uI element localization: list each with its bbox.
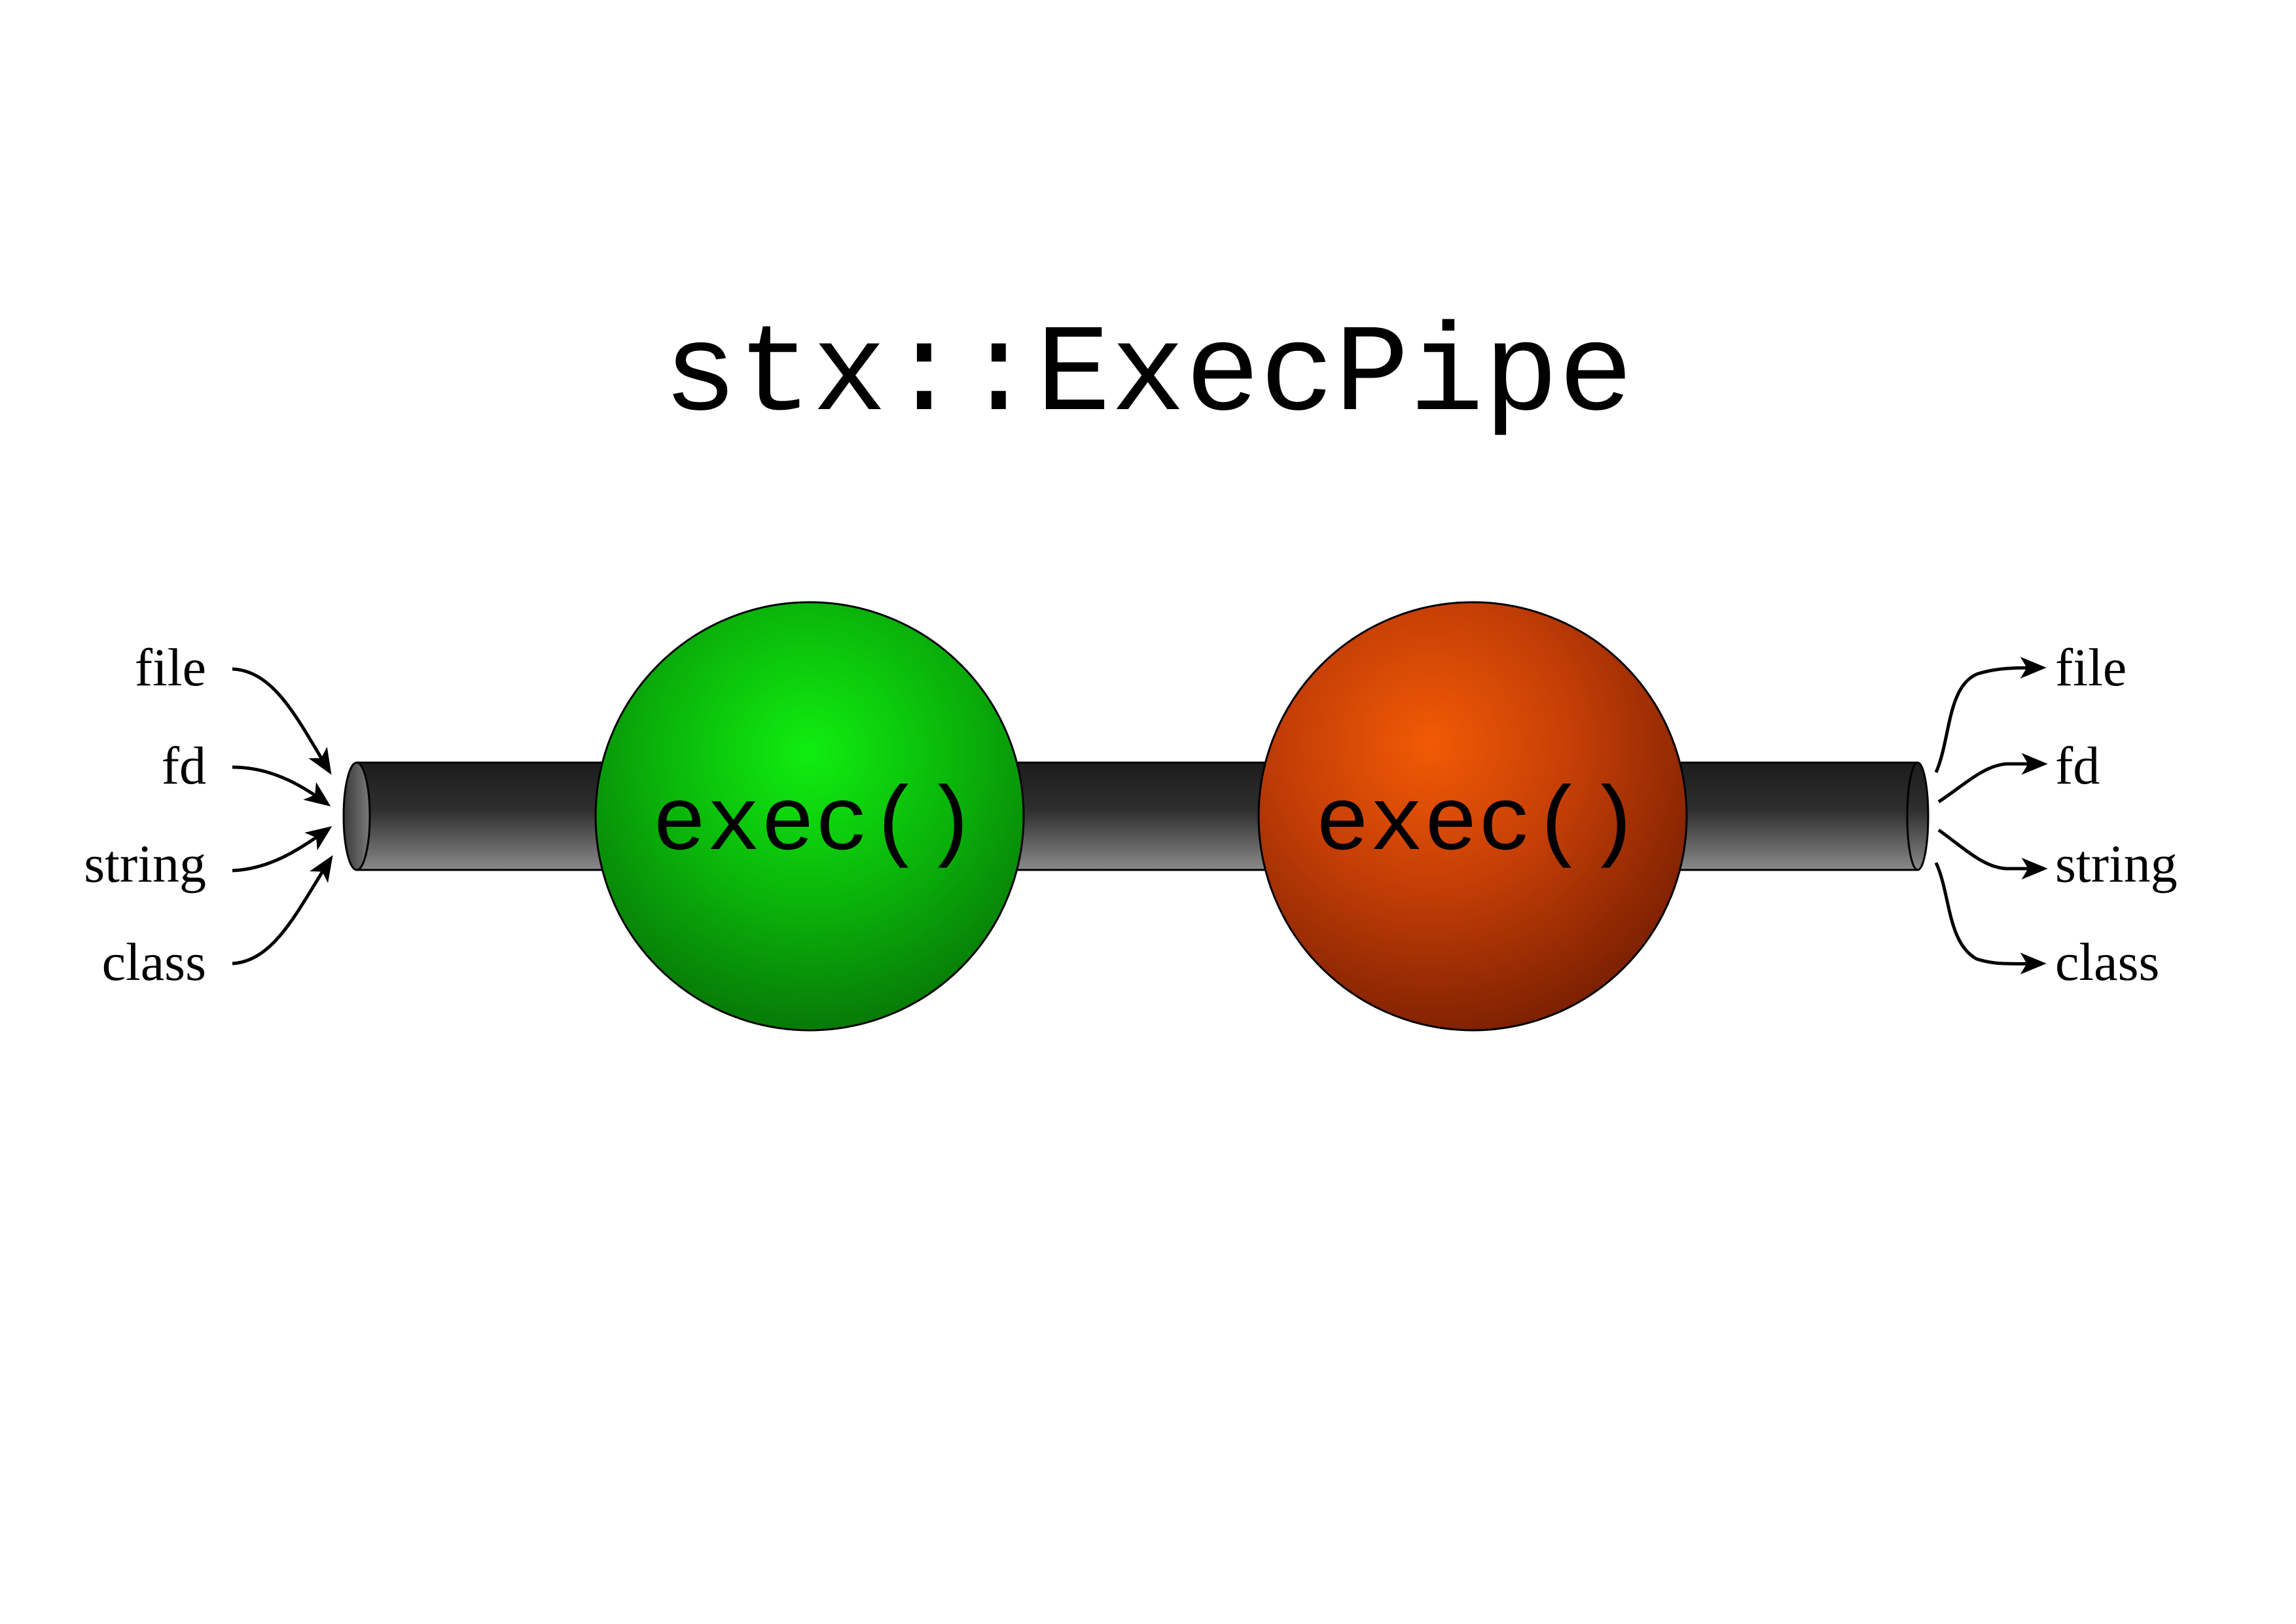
- stage-1-sphere: [594, 601, 1025, 1032]
- input-label-string: string: [84, 834, 206, 893]
- pipe-output: [1655, 761, 1929, 871]
- stage-1-label: exec(): [653, 774, 978, 876]
- output-label-string: string: [2055, 834, 2178, 893]
- output-arrow-string: [1937, 828, 2048, 880]
- output-label-fd: fd: [2055, 736, 2100, 795]
- pipe-middle: [980, 761, 1282, 871]
- output-arrow-class: [1934, 861, 2047, 975]
- pipe-input: [355, 761, 620, 871]
- pipe-input-opening: [342, 761, 371, 871]
- input-arrow-fd: [232, 765, 331, 806]
- output-arrow-fd: [1937, 753, 2048, 804]
- stage-2-sphere: [1257, 601, 1688, 1032]
- input-label-fd: fd: [162, 736, 206, 795]
- input-label-file: file: [135, 638, 206, 697]
- output-label-file: file: [2055, 638, 2126, 697]
- input-arrow-class: [232, 855, 333, 965]
- output-arrow-file: [1934, 657, 2047, 774]
- diagram-title: stx::ExecPipe: [663, 306, 1633, 447]
- output-label-class: class: [2055, 932, 2159, 992]
- input-arrow-string: [232, 826, 332, 873]
- stage-2-label: exec(): [1316, 774, 1641, 876]
- input-arrow-file: [232, 667, 332, 775]
- input-label-class: class: [102, 932, 206, 992]
